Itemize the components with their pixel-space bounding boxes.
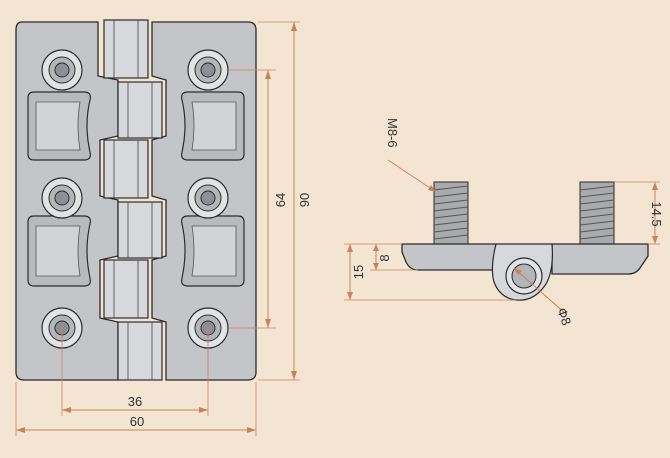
left-stud (433, 181, 469, 245)
dim-label-90: 90 (297, 193, 312, 207)
dimension-texts-side: M8-6 14.5 15 8 Φ8 (351, 118, 664, 327)
front-view (15, 19, 257, 381)
right-stud (579, 181, 615, 245)
front-view-dimensions (15, 21, 300, 436)
dim-label-8: 8 (377, 254, 392, 261)
side-view (401, 181, 649, 301)
dim-label-64: 64 (273, 193, 288, 207)
dim-label-14-5: 14.5 (649, 201, 664, 226)
dim-label-15: 15 (351, 265, 366, 279)
side-leaf-left (401, 243, 505, 271)
left-leaf-pockets (27, 91, 91, 287)
mounting-holes (41, 49, 229, 349)
dim-label-diameter: Φ8 (554, 306, 574, 328)
dim-label-thread: M8-6 (385, 118, 400, 148)
hole-mid-right (187, 177, 229, 219)
hole-top-left (41, 49, 83, 91)
right-leaf-pockets (181, 91, 245, 287)
dim-label-60: 60 (130, 414, 144, 429)
side-leaf-right (551, 243, 649, 275)
knuckles (103, 19, 163, 381)
dim-label-36: 36 (128, 394, 142, 409)
hole-top-right (187, 49, 229, 91)
dimension-texts-front: 36 60 64 90 (128, 193, 312, 429)
hole-mid-left (41, 177, 83, 219)
side-view-dimensions (344, 159, 660, 315)
